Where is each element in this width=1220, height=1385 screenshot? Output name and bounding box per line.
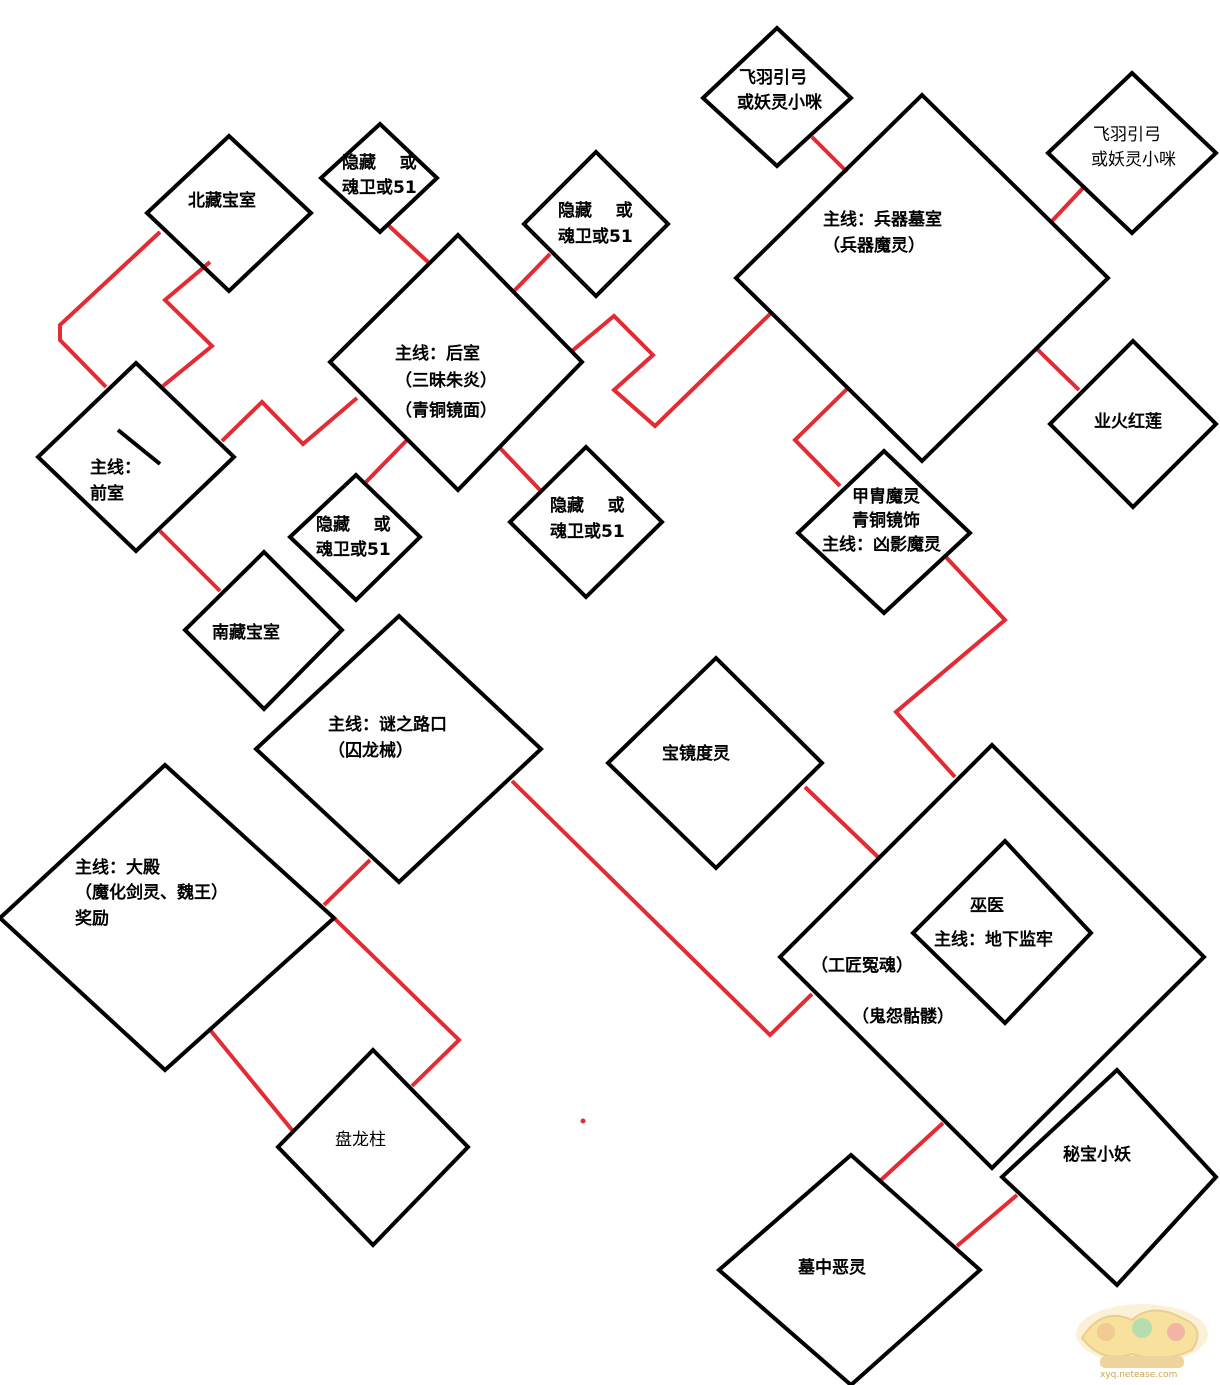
connector-houshi-yincang1: [386, 223, 430, 264]
label-yehuo: 业火红莲: [1094, 412, 1162, 432]
connector-qianshi-beicang-2: [161, 260, 215, 388]
connector-qianshi-houshi: [220, 396, 359, 447]
box-yincang-4: [507, 444, 665, 600]
label-dadian-line3: 奖励: [75, 909, 109, 929]
label-dadian-line2: （魔化剑灵、魏王）: [75, 883, 228, 903]
label-bingqi-line1: 主线：兵器墓室: [823, 210, 942, 230]
label-yincang-2-line1: 隐藏 或: [558, 201, 633, 221]
label-jiazhou-line1: 甲胄魔灵: [852, 487, 920, 507]
box-houshi: [327, 232, 585, 493]
label-houshi-line1: 主线：后室: [395, 344, 480, 364]
label-nancang: 南藏宝室: [212, 623, 280, 643]
menghuan-xiyou-logo-icon: [1076, 1304, 1208, 1368]
label-yincang-4-line2: 魂卫或51: [550, 522, 625, 542]
stray-mark-dot: [580, 1118, 586, 1124]
connector-mizhilu-dadian: [322, 858, 372, 907]
box-feiyu-1: [700, 25, 854, 169]
label-feiyu-1-line2: 或妖灵小咪: [737, 93, 822, 113]
label-jianyu-line4: （鬼怨骷髅）: [852, 1007, 954, 1027]
box-yehuo: [1047, 338, 1219, 510]
connector-houshi-yincang2: [512, 252, 552, 293]
label-panlong: 盘龙柱: [335, 1130, 386, 1150]
box-yincang-3: [287, 472, 423, 603]
label-yincang-1-line1: 隐藏 或: [342, 153, 417, 173]
label-mizhilu-line1: 主线：谜之路口: [328, 715, 447, 735]
box-mibao: [999, 1067, 1219, 1288]
connector-qianshi-nancang: [158, 529, 222, 593]
box-panlong: [275, 1047, 471, 1248]
label-houshi-line2: （三昧朱炎）: [395, 371, 497, 391]
label-yincang-3-line1: 隐藏 或: [316, 515, 391, 535]
box-feiyu-2: [1045, 70, 1219, 236]
connector-jiazhou-jianyu: [893, 553, 1008, 779]
label-yincang-3-line2: 魂卫或51: [316, 540, 391, 560]
box-dadian: [0, 762, 337, 1073]
box-nancang: [182, 549, 345, 712]
label-bingqi-line2: （兵器魔灵）: [823, 236, 925, 256]
label-beicang: 北藏宝室: [188, 191, 256, 211]
box-yincang-1: [318, 121, 440, 235]
stray-mark-line: [116, 428, 162, 466]
box-mizhilu: [253, 613, 544, 885]
label-feiyu-1-line1: 飞羽引弓: [739, 68, 807, 88]
label-qianshi-line2: 前室: [90, 484, 124, 504]
box-muzhong: [715, 1152, 984, 1385]
connector-bingqi-feiyu2: [1050, 186, 1085, 223]
label-mibao: 秘宝小妖: [1063, 1145, 1131, 1165]
label-dadian-line1: 主线：大殿: [75, 858, 160, 878]
connector-houshi-yincang4: [498, 446, 542, 492]
box-baojing: [605, 655, 825, 871]
label-yincang-2-line2: 魂卫或51: [558, 227, 633, 247]
connector-lines: [58, 135, 1085, 1248]
label-jianyu-line1: 巫医: [970, 896, 1004, 916]
watermark-url: xyq.netease.com: [1100, 1370, 1178, 1380]
connector-dadian-panlong: [332, 916, 462, 1088]
box-bingqi: [733, 92, 1111, 464]
label-jianyu-line3: （工匠冤魂）: [811, 956, 913, 976]
box-jiazhou: [795, 448, 973, 616]
label-jiazhou-line2: 青铜镜饰: [852, 511, 920, 531]
connector-mizhilu-jianyu: [510, 779, 814, 1038]
connector-dadian-panlong-2: [209, 1029, 294, 1132]
connector-jianyu-muzhong: [879, 1121, 945, 1182]
box-qianshi: [35, 360, 237, 554]
connector-baojing-jianyu: [803, 785, 880, 859]
connector-qianshi-beicang: [58, 230, 162, 389]
box-yincang-2: [521, 149, 671, 299]
label-houshi-line3: （青铜镜面）: [395, 401, 497, 421]
connector-bingqi-feiyu1: [810, 135, 849, 174]
label-yincang-1-line2: 魂卫或51: [342, 178, 417, 198]
label-feiyu-2-line2: 或妖灵小咪: [1091, 150, 1176, 170]
connector-houshi-yincang3: [364, 438, 409, 484]
connector-houshi-bingqi: [570, 312, 772, 429]
box-beicang: [144, 133, 314, 294]
label-baojing: 宝镜度灵: [662, 744, 730, 764]
label-jiazhou-line3: 主线：凶影魔灵: [822, 535, 941, 555]
box-jianyu-inner: [910, 838, 1094, 1026]
box-jianyu-outer: [777, 742, 1207, 1171]
label-mizhilu-line2: （囚龙械）: [328, 741, 413, 761]
connector-bingqi-yehuo: [1035, 347, 1081, 392]
label-muzhong: 墓中恶灵: [798, 1258, 866, 1278]
connector-mibao-muzhong: [955, 1193, 1019, 1248]
label-yincang-4-line1: 隐藏 或: [550, 496, 625, 516]
label-feiyu-2-line1: 飞羽引弓: [1093, 125, 1161, 145]
label-qianshi-line1: 主线：: [90, 458, 141, 478]
label-jianyu-line2: 主线：地下监牢: [934, 930, 1053, 950]
connector-bingqi-jiazhou: [792, 385, 851, 488]
